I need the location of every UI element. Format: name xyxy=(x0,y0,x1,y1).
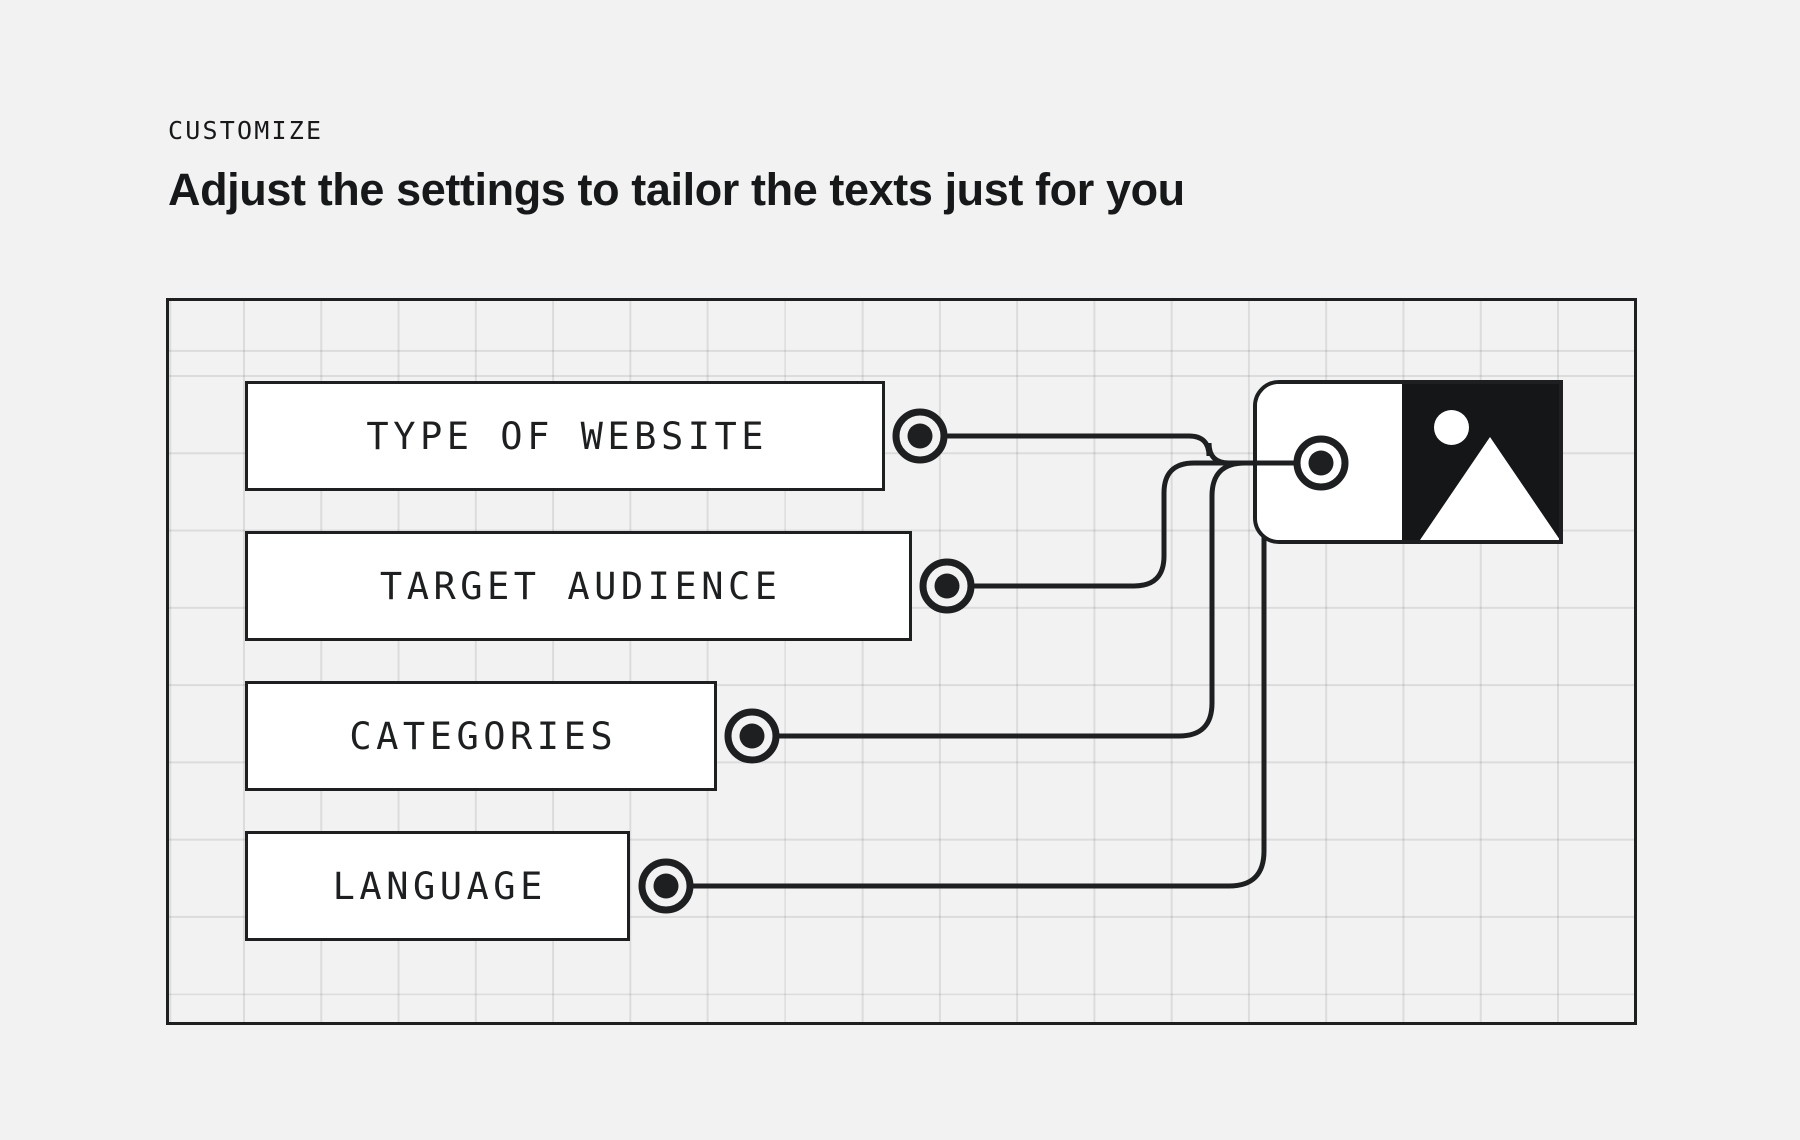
option-label: LANGUAGE xyxy=(332,864,547,908)
diagram-panel: TYPE OF WEBSITE TARGET AUDIENCE CATEGORI… xyxy=(166,298,1637,1025)
wire-target-audience xyxy=(972,460,1324,589)
port-categories[interactable] xyxy=(724,708,780,764)
page-title: Adjust the settings to tailor the texts … xyxy=(168,164,1185,215)
preview-card-port-area xyxy=(1257,384,1402,540)
option-box-type-of-website[interactable]: TYPE OF WEBSITE xyxy=(245,381,885,491)
option-box-language[interactable]: LANGUAGE xyxy=(245,831,630,941)
wire-language xyxy=(691,460,1324,889)
port-type-of-website[interactable] xyxy=(892,408,948,464)
page-header: CUSTOMIZE Adjust the settings to tailor … xyxy=(168,118,1668,215)
output-ports-layer xyxy=(638,408,975,914)
option-box-categories[interactable]: CATEGORIES xyxy=(245,681,717,791)
mountain-triangle-icon xyxy=(1420,437,1559,540)
port-target-audience[interactable] xyxy=(919,558,975,614)
wire-categories xyxy=(777,460,1324,739)
option-label: TYPE OF WEBSITE xyxy=(366,414,769,458)
image-preview-card[interactable] xyxy=(1253,380,1563,544)
option-label: CATEGORIES xyxy=(349,714,618,758)
option-box-target-audience[interactable]: TARGET AUDIENCE xyxy=(245,531,912,641)
port-language[interactable] xyxy=(638,858,694,914)
section-eyebrow: CUSTOMIZE xyxy=(168,116,324,145)
option-label: TARGET AUDIENCE xyxy=(379,564,782,608)
image-placeholder-icon xyxy=(1402,384,1559,540)
